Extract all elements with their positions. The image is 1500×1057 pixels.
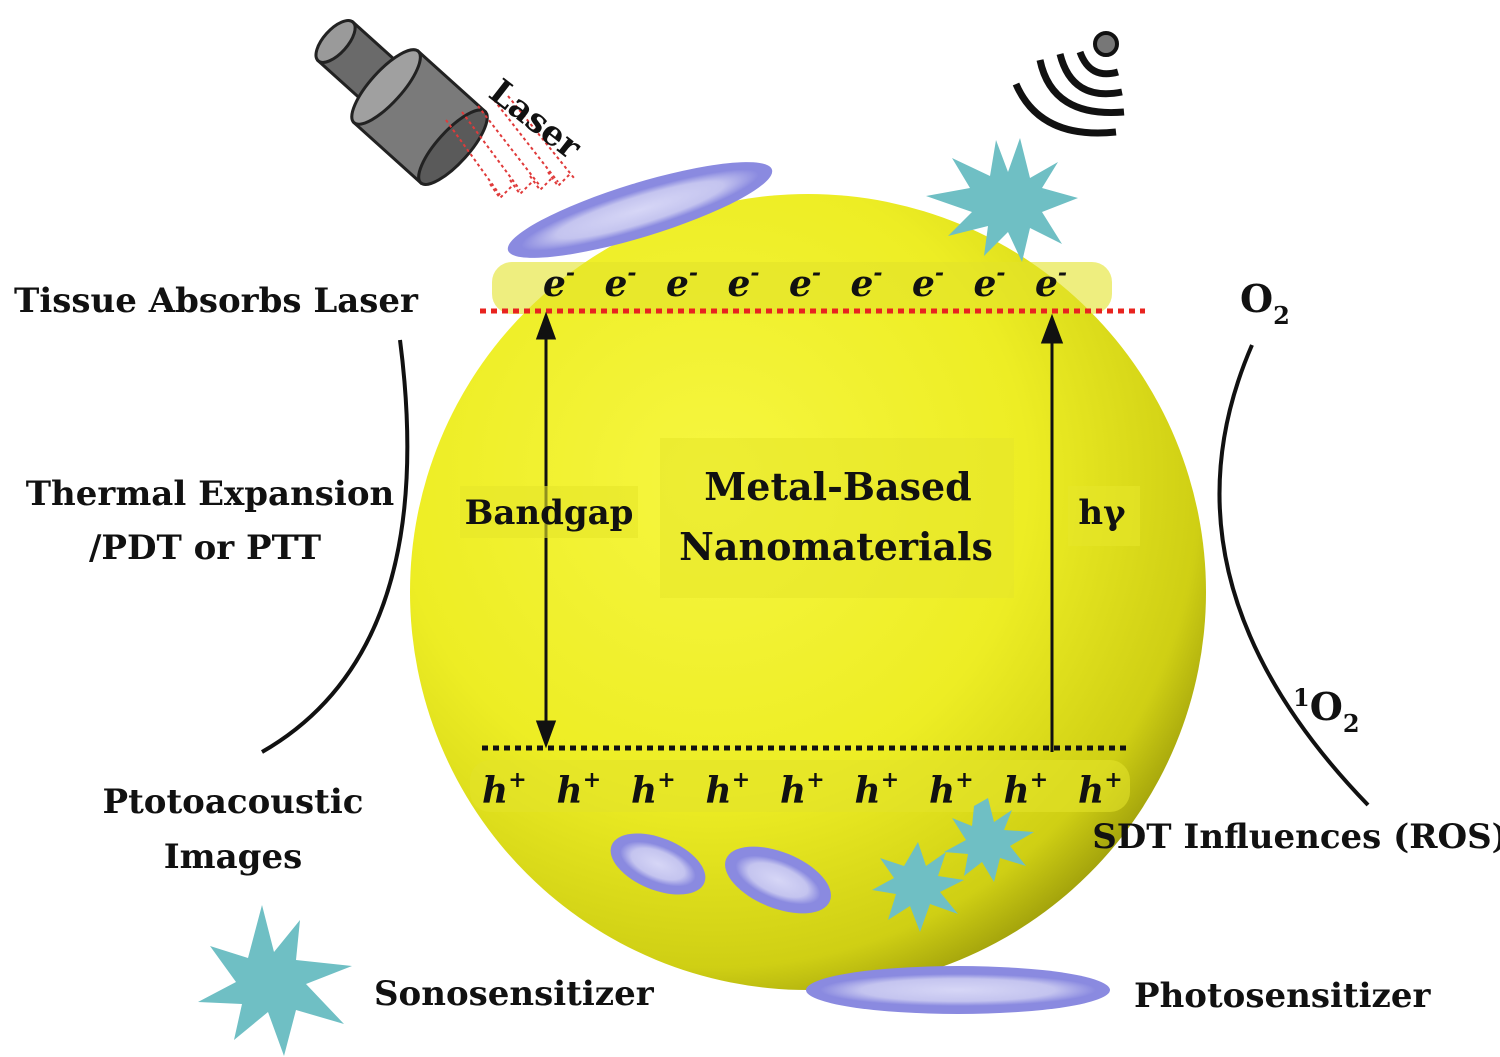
electron-symbol: e- — [974, 260, 1006, 305]
electron-symbol: e- — [789, 260, 821, 305]
electron-symbol: e- — [605, 260, 637, 305]
hole-symbol: h+ — [1004, 767, 1049, 812]
electrons-row: e-e-e-e-e-e-e-e-e- — [543, 260, 1067, 305]
center-title-line1: Metal-Based — [704, 464, 972, 509]
bandgap-label: Bandgap — [465, 493, 634, 533]
sonosensitizer-bottom-2 — [872, 842, 964, 932]
thermal-label-line1: Thermal Expansion — [26, 474, 395, 514]
photosensitizer-top — [507, 162, 773, 258]
hole-symbol: h+ — [557, 767, 602, 812]
hole-symbol: h+ — [706, 767, 751, 812]
valence-band-region — [470, 760, 1130, 812]
legend-sonosensitizer: Sonosensitizer — [374, 974, 655, 1014]
hole-symbol: h+ — [482, 767, 527, 812]
electron-symbol: e- — [543, 260, 575, 305]
hole-symbol: h+ — [1078, 767, 1123, 812]
electron-symbol: e- — [1035, 260, 1067, 305]
oxygen-label: O2 — [1240, 276, 1290, 330]
sonosensitizer-top — [926, 138, 1078, 262]
legend-photosensitizer: Photosensitizer — [1134, 976, 1431, 1016]
singlet-oxygen-label: 1O2 — [1293, 683, 1360, 738]
center-title-line2: Nanomaterials — [679, 524, 993, 569]
ultrasound-icon — [1012, 31, 1125, 137]
sonosensitizer-icon — [198, 905, 352, 1056]
right-arc — [1217, 344, 1370, 807]
photosensitizer-icon — [806, 966, 1110, 1014]
electron-symbol: e- — [666, 260, 698, 305]
photoacoustic-label-line1: Ptotoacoustic — [103, 782, 364, 822]
holes-row: h+ h+ h+ h+ h+ h+ h+ h+ h+ — [482, 767, 1123, 812]
photosensitizer-bottom-1 — [610, 833, 706, 895]
photon-label: hγ — [1078, 493, 1126, 533]
hole-symbol: h+ — [855, 767, 900, 812]
hole-symbol: h+ — [631, 767, 676, 812]
photosensitizer-bottom-2 — [725, 846, 831, 914]
photoacoustic-label-line2: Images — [164, 837, 302, 877]
electron-symbol: e- — [728, 260, 760, 305]
left-arc — [261, 339, 410, 754]
electron-symbol: e- — [851, 260, 883, 305]
sdt-label: SDT Influences (ROS) — [1092, 817, 1500, 857]
laser-device-icon — [314, 19, 489, 186]
electron-symbol: e- — [912, 260, 944, 305]
hole-symbol: h+ — [929, 767, 974, 812]
laser-beams — [445, 95, 575, 200]
tissue-absorbs-label: Tissue Absorbs Laser — [14, 281, 419, 321]
center-panel — [660, 438, 1014, 598]
photon-arrow — [1040, 313, 1064, 752]
sonosensitizer-bottom-1 — [944, 798, 1034, 882]
thermal-label-line2: /PDT or PTT — [89, 528, 321, 568]
conduction-band-region — [492, 262, 1112, 314]
hole-symbol: h+ — [780, 767, 825, 812]
